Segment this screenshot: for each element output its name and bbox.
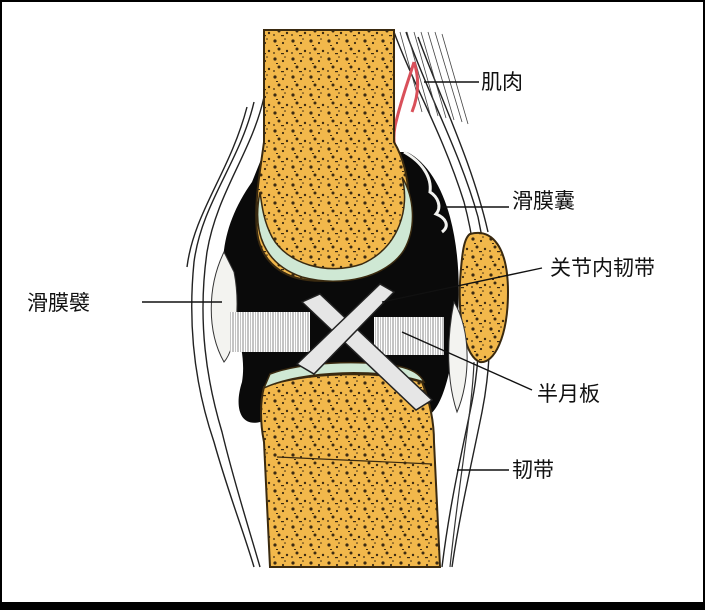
meniscus-fibers-right xyxy=(374,317,444,355)
label-synovial-fold: 滑膜襞 xyxy=(27,291,90,315)
leader-cruciate-ligament xyxy=(381,267,543,303)
synovial-bursa xyxy=(403,150,448,234)
label-ligament: 韧带 xyxy=(512,458,554,482)
femur xyxy=(255,29,414,282)
label-synovial-capsule: 滑膜囊 xyxy=(512,189,575,213)
leader-lines xyxy=(142,81,543,471)
figure-canvas: 肌肉 滑膜囊 关节内韧带 滑膜襞 半月板 韧带 xyxy=(2,2,703,602)
cruciate-ligaments xyxy=(295,283,434,411)
femur-articular-cartilage xyxy=(256,176,414,282)
leader-meniscus xyxy=(401,331,533,391)
label-cruciate-ligament: 关节内韧带 xyxy=(550,256,655,280)
patella xyxy=(449,231,510,568)
knee-joint-section-illustration xyxy=(142,29,543,568)
meniscus-fibers-left xyxy=(230,312,310,352)
patellar-tendon xyxy=(449,361,475,568)
label-muscle: 肌肉 xyxy=(481,70,523,94)
growth-line xyxy=(276,456,433,465)
label-meniscus: 半月板 xyxy=(537,382,600,406)
muscle-fibers xyxy=(399,31,469,125)
